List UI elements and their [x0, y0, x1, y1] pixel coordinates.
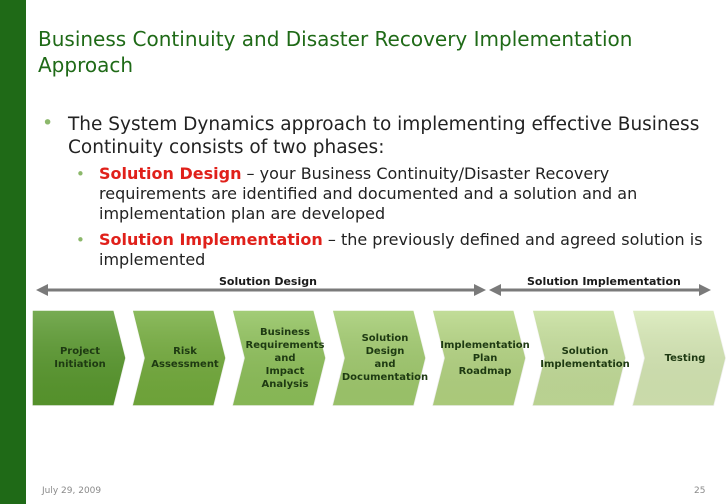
- main-bullet: •: [42, 112, 54, 134]
- process-step-label: Implementation Plan Roadmap: [440, 339, 530, 377]
- process-step-label: Solution Design and Documentation: [341, 333, 429, 383]
- process-step-shading: [32, 310, 126, 406]
- process-step-shading: [132, 310, 226, 406]
- phase-desc-implementation: – the previously defined and agreed solu…: [99, 230, 703, 269]
- process-step-label: Risk Assessment: [151, 346, 219, 370]
- process-step-label: Business Requirements and Impact Analysi…: [245, 326, 325, 390]
- design-phase-arrow: [36, 284, 486, 296]
- process-step-shading: [632, 310, 726, 406]
- process-step-shading: [232, 310, 326, 406]
- phase-desc-design: – your Business Continuity/Disaster Reco…: [99, 164, 638, 223]
- phase-name-implementation: Solution Implementation: [99, 230, 323, 249]
- process-step-shading: [532, 310, 626, 406]
- slide-title: Business Continuity and Disaster Recover…: [38, 27, 633, 77]
- process-step-label: Testing: [664, 352, 706, 364]
- process-step-shading: [332, 310, 426, 406]
- phase-name-design: Solution Design: [99, 164, 242, 183]
- phase-bullet-dot: •: [76, 165, 85, 183]
- page-number: 25: [694, 486, 706, 496]
- footer-date: July 29, 2009: [42, 486, 102, 496]
- process-step-shading: [432, 310, 526, 406]
- implementation-phase-label: Solution Implementation: [522, 275, 686, 288]
- process-chevrons: [31, 309, 727, 407]
- phase-bullet-design: • Solution Design – your Business Contin…: [76, 164, 706, 224]
- left-accent-bar: [0, 0, 26, 504]
- phase-bullet-implementation: • Solution Implementation – the previous…: [76, 230, 706, 270]
- process-step-label: Solution Implementation: [540, 346, 630, 370]
- design-phase-label: Solution Design: [214, 275, 322, 288]
- main-point-text: The System Dynamics approach to implemen…: [68, 114, 700, 158]
- process-step-label: Project Initiation: [54, 346, 106, 370]
- implementation-phase-arrow: [489, 284, 711, 296]
- phase-bullet-dot: •: [76, 231, 85, 249]
